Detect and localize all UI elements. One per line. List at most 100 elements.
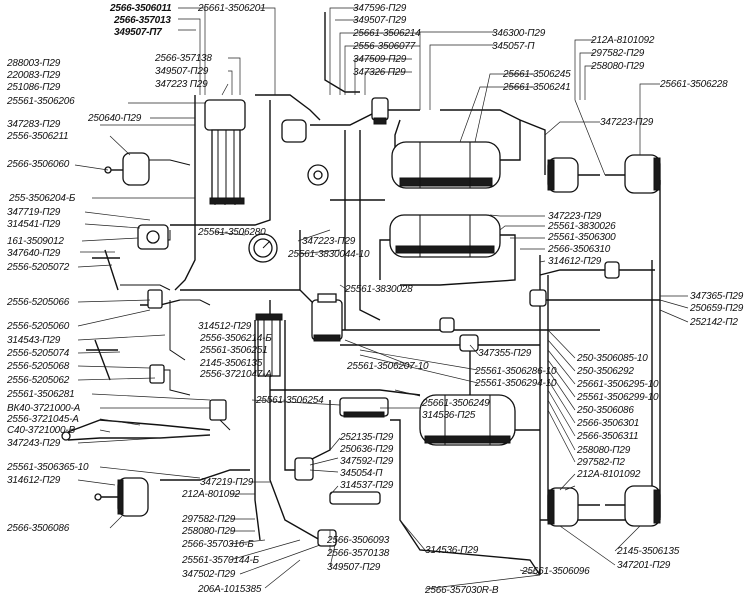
part-label: 2566-357030R-В (425, 585, 499, 596)
part-label: 2566-3506311 (577, 431, 639, 442)
brake-chamber-bottom-right (605, 485, 661, 527)
part-label: 2566-3570138 (327, 548, 390, 559)
part-label: 2556-3721047-А (200, 369, 272, 380)
part-label: 349507-П29 (327, 562, 381, 573)
part-label: 25561-3830044-10 (288, 249, 370, 260)
part-label: 349507-П29 (353, 15, 407, 26)
part-label: 250-3506292 (577, 366, 634, 377)
part-label: 25561-3506365-10 (7, 462, 89, 473)
part-label: 347502-П29 (182, 569, 236, 580)
part-label: 347223-П29 (600, 117, 654, 128)
part-label: 346300-П29 (492, 28, 546, 39)
part-label: 347223-П29 (302, 236, 356, 247)
part-label: 2566-3506086 (7, 523, 70, 534)
valve-lower-center (294, 397, 389, 547)
part-label: 25661-3506096 (522, 566, 590, 577)
part-label: 258080-П29 (182, 526, 236, 537)
part-label: 2556-5205074 (7, 348, 70, 359)
part-label: 2566-3506310 (548, 244, 611, 255)
part-label: 250-3506086 (577, 405, 634, 416)
leader-lines (74, 7, 689, 590)
brake-chamber-left-bottom (94, 477, 149, 517)
part-label: 2566-3506011 (110, 3, 172, 14)
part-label: 2556-5205068 (7, 361, 70, 372)
part-label: 297582-П29 (182, 514, 236, 525)
part-label: 2145-3506135 (617, 546, 680, 557)
part-label: 314536-П29 (425, 545, 479, 556)
part-label: 347592-П29 (340, 456, 394, 467)
hand-lever-left (86, 249, 120, 381)
part-label: 314612-П29 (548, 256, 602, 267)
part-label: 2556-3506211 (7, 131, 69, 142)
part-label: 25561-3506286-10 (475, 366, 557, 377)
part-label: 25561-3830026 (548, 221, 616, 232)
part-label: 252135-П29 (340, 432, 394, 443)
part-label: 25661-3506214 (353, 28, 421, 39)
part-label: 25661-3506249 (422, 398, 490, 409)
valve-block (204, 99, 246, 205)
brake-chamber-top-left (547, 157, 600, 193)
part-label: 25561-3506300 (548, 232, 616, 243)
part-label: 250636-П29 (340, 444, 394, 455)
part-label: 25561-3506207-10 (347, 361, 429, 372)
part-label: 2556-5205060 (7, 321, 70, 332)
part-label: 25561-3830028 (345, 284, 413, 295)
distributor-block (255, 313, 283, 377)
part-label: 25661-3506228 (660, 79, 728, 90)
part-label: 345057-П (492, 41, 535, 52)
part-label: 252142-П2 (690, 317, 738, 328)
part-label: 347219-П29 (200, 477, 254, 488)
part-label: 2556-5205062 (7, 375, 70, 386)
part-label: 250659-П29 (690, 303, 744, 314)
brake-chamber-top-right (605, 154, 661, 194)
part-label: 25661-3506295-10 (577, 379, 659, 390)
part-label: 2145-3506135 (200, 358, 263, 369)
tank-middle (389, 214, 501, 258)
valve-top-center (371, 97, 389, 125)
part-label: 347223 П29 (155, 79, 208, 90)
part-label: 161-3509012 (7, 236, 64, 247)
part-label: 347326 П29 (353, 67, 406, 78)
part-label: 2556-3506214-Б (200, 333, 272, 344)
brake-valve-center (311, 293, 343, 342)
part-label: 314537-П29 (340, 480, 394, 491)
part-label: 2556-5205072 (7, 262, 70, 273)
part-label: 2566-3506060 (7, 159, 70, 170)
part-label: 314541-П29 (7, 219, 61, 230)
part-label: 314612-П29 (7, 475, 61, 486)
part-label: 297582-П29 (591, 48, 645, 59)
pipe-network (120, 12, 661, 576)
part-label: 25561-3506206 (7, 96, 75, 107)
part-label: 349507-П29 (155, 66, 209, 77)
part-label: 2566-3570316-Б (182, 539, 254, 550)
part-label: ВК40-3721000-А (7, 403, 81, 414)
part-label: 2556-3721045-А (7, 414, 79, 425)
valve-left-middle (147, 289, 227, 421)
part-label: 25561-3506299-10 (577, 392, 659, 403)
tank-lower (419, 394, 516, 446)
part-label: 25561-3506254 (256, 395, 324, 406)
coupling-head-left (61, 419, 211, 441)
part-label: 314512-П29 (198, 321, 252, 332)
part-label: 347640-П29 (7, 248, 61, 259)
part-label: 212А-801092 (182, 489, 240, 500)
part-label: 345054-П (340, 468, 383, 479)
part-label: 347509-П29 (353, 54, 407, 65)
part-label: 25561-3506280 (198, 227, 266, 238)
part-label: 347223-П29 (548, 211, 602, 222)
part-label: 297582-П2 (577, 457, 625, 468)
part-label: 206А-1015385 (198, 584, 262, 595)
part-label: 25661-3506245 (503, 69, 571, 80)
part-label: 314543-П29 (7, 335, 61, 346)
part-label: 347719-П29 (7, 207, 61, 218)
part-label: 2566-357138 (155, 53, 212, 64)
part-label: 347596-П29 (353, 3, 407, 14)
part-label: С40-3721000-В (7, 425, 76, 436)
part-label: 25561-3506294-10 (475, 378, 557, 389)
part-label: 2556-5205066 (7, 297, 70, 308)
part-label: 212А-8101092 (577, 469, 641, 480)
part-label: 2566-3506301 (577, 418, 640, 429)
tank-upper (391, 141, 501, 189)
part-label: 250640-П29 (88, 113, 142, 124)
